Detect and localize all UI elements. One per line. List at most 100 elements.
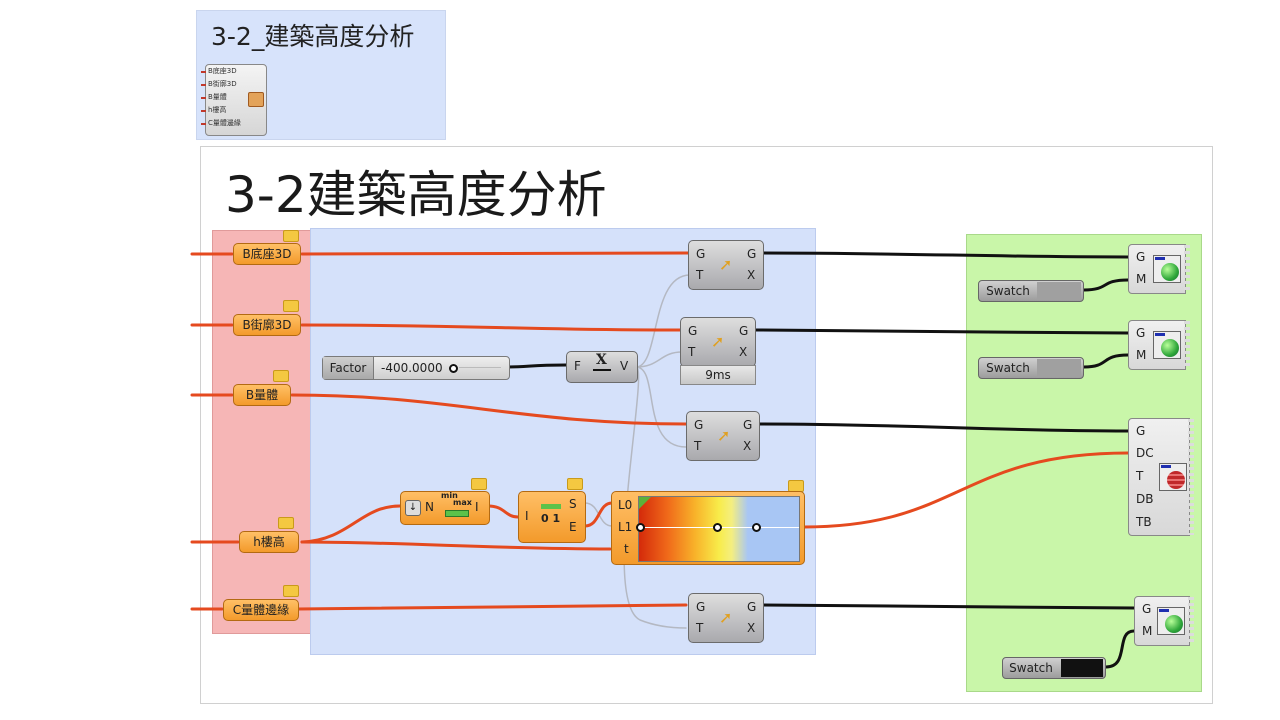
input-geometry: G [688,324,698,338]
param-height[interactable]: h樓高 [239,531,299,553]
wire-bounds-to-domain [486,504,520,519]
swatch-color[interactable] [1037,359,1081,377]
cluster-input-label: B街廓3D [208,80,237,88]
move-component-1[interactable]: G T ➚ G X [688,240,764,290]
input-interval: I [525,509,529,523]
wire-swatch1-to-preview1 [1082,278,1130,292]
bounds-component[interactable]: ↓ N min max I [400,491,490,525]
output-transform: X [739,345,748,359]
wire-domain-e-to-l1 [583,501,614,528]
param-block3d[interactable]: B街廓3D [233,314,301,336]
cluster-input-port[interactable] [201,84,206,86]
wire-swatch3-to-preview3 [1104,629,1136,669]
cluster-box-icon [248,92,264,107]
bounds-max-label: max [453,498,472,507]
cluster-input-port[interactable] [201,97,206,99]
unit-z-component[interactable]: F X V [566,351,638,383]
wire-slider-to-vector [506,363,568,369]
cluster-input-port[interactable] [201,71,206,73]
param-base3d[interactable]: B底座3D [233,243,301,265]
swatch-3[interactable]: Swatch [1002,657,1106,679]
swatch-color[interactable] [1037,282,1081,300]
wire-vector-to-move2 [635,351,683,368]
swatch-color[interactable] [1061,659,1103,677]
wire-height-to-gradient-t [300,540,612,551]
output-geometry: G [743,418,753,432]
param-flag-icon [273,370,289,382]
input-l0: L0 [618,498,633,512]
download-arrow-icon[interactable]: ↓ [405,500,421,516]
wire-base-to-move1 [300,251,690,256]
param-flag-icon [278,517,294,529]
move-component-4[interactable]: G T ➚ G X [688,593,764,643]
param-flag-icon [283,300,299,312]
param-flag-icon [567,478,583,490]
output-transform: X [747,621,756,635]
input-text: T [1136,469,1144,483]
domain-bar-icon [445,510,469,517]
cluster-input-label: h樓高 [208,106,227,114]
preview-sphere-icon [1153,331,1181,359]
thumbnail-title: 3-2_建築高度分析 [211,22,415,51]
custom-preview-2[interactable]: G M [1128,320,1190,370]
gradient-grip-end[interactable] [752,523,761,532]
wire-gradient-to-dc [802,451,1130,529]
param-mass[interactable]: B量體 [233,384,291,406]
deconstruct-domain-component[interactable]: I 0 1 S E [518,491,586,543]
output-geometry: G [747,247,757,261]
preview-sphere-icon [1153,255,1181,283]
input-display-color: DC [1136,446,1154,460]
gradient-preview[interactable] [636,496,800,562]
wire-edge-to-move4 [296,603,688,611]
slider-track[interactable] [459,367,501,368]
wire-mass-to-move3 [290,393,688,426]
swatch-1[interactable]: Swatch [978,280,1084,302]
preview-sphere-icon [1157,607,1185,635]
bounds-min-label: min [441,491,458,500]
slider-label: Factor [323,357,374,379]
output-transform: X [747,268,756,282]
input-material: M [1136,272,1147,286]
cluster-input-port[interactable] [201,123,206,125]
input-geometry: G [696,247,706,261]
input-f: F [574,359,581,373]
input-tb: TB [1136,515,1152,529]
wire-vector-to-move1 [635,274,691,368]
move-arrow-icon: ➚ [719,608,733,627]
input-translation: T [694,439,702,453]
vector-x-icon: X [596,352,607,368]
input-db: DB [1136,492,1154,506]
preview-with-text[interactable]: G DC T DB TB [1128,418,1194,536]
cluster-component[interactable]: B底座3D B街廓3D B量體 h樓高 C量體邊緣 [201,64,267,136]
input-geometry: G [1136,250,1146,264]
move-component-3[interactable]: G T ➚ G X [686,411,760,461]
swatch-2[interactable]: Swatch [978,357,1084,379]
gradient-grip-mid[interactable] [713,523,722,532]
slider-grip[interactable] [449,364,458,373]
gradient-grip-start[interactable] [636,523,645,532]
cluster-input-label: B量體 [208,93,227,101]
output-start: S [569,497,577,511]
factor-slider[interactable]: Factor -400.0000 [322,356,510,380]
wire-vector-to-move3 [635,366,687,448]
vector-arrow-icon [593,369,611,371]
param-edge[interactable]: C量體邊緣 [223,599,299,621]
wire-vector-to-move4 [623,366,687,629]
cluster-input-label: C量體邊緣 [208,119,241,127]
custom-preview-1[interactable]: G M [1128,244,1190,294]
gradient-component[interactable]: L0 L1 t [611,491,805,565]
cluster-input-label: B底座3D [208,67,237,75]
input-geometry: G [694,418,704,432]
custom-preview-3[interactable]: G M [1134,596,1194,646]
gradient-preset-icon[interactable] [639,497,651,509]
input-geometry: G [1136,326,1146,340]
input-geometry: G [1142,602,1152,616]
input-t: t [624,542,629,556]
move-component-2[interactable]: G T ➚ G X [680,317,756,367]
wire-block-to-move2 [300,323,682,332]
move-arrow-icon: ➚ [717,426,731,445]
cluster-input-port[interactable] [201,110,206,112]
swatch-label: Swatch [986,361,1030,375]
move-arrow-icon: ➚ [711,332,725,351]
